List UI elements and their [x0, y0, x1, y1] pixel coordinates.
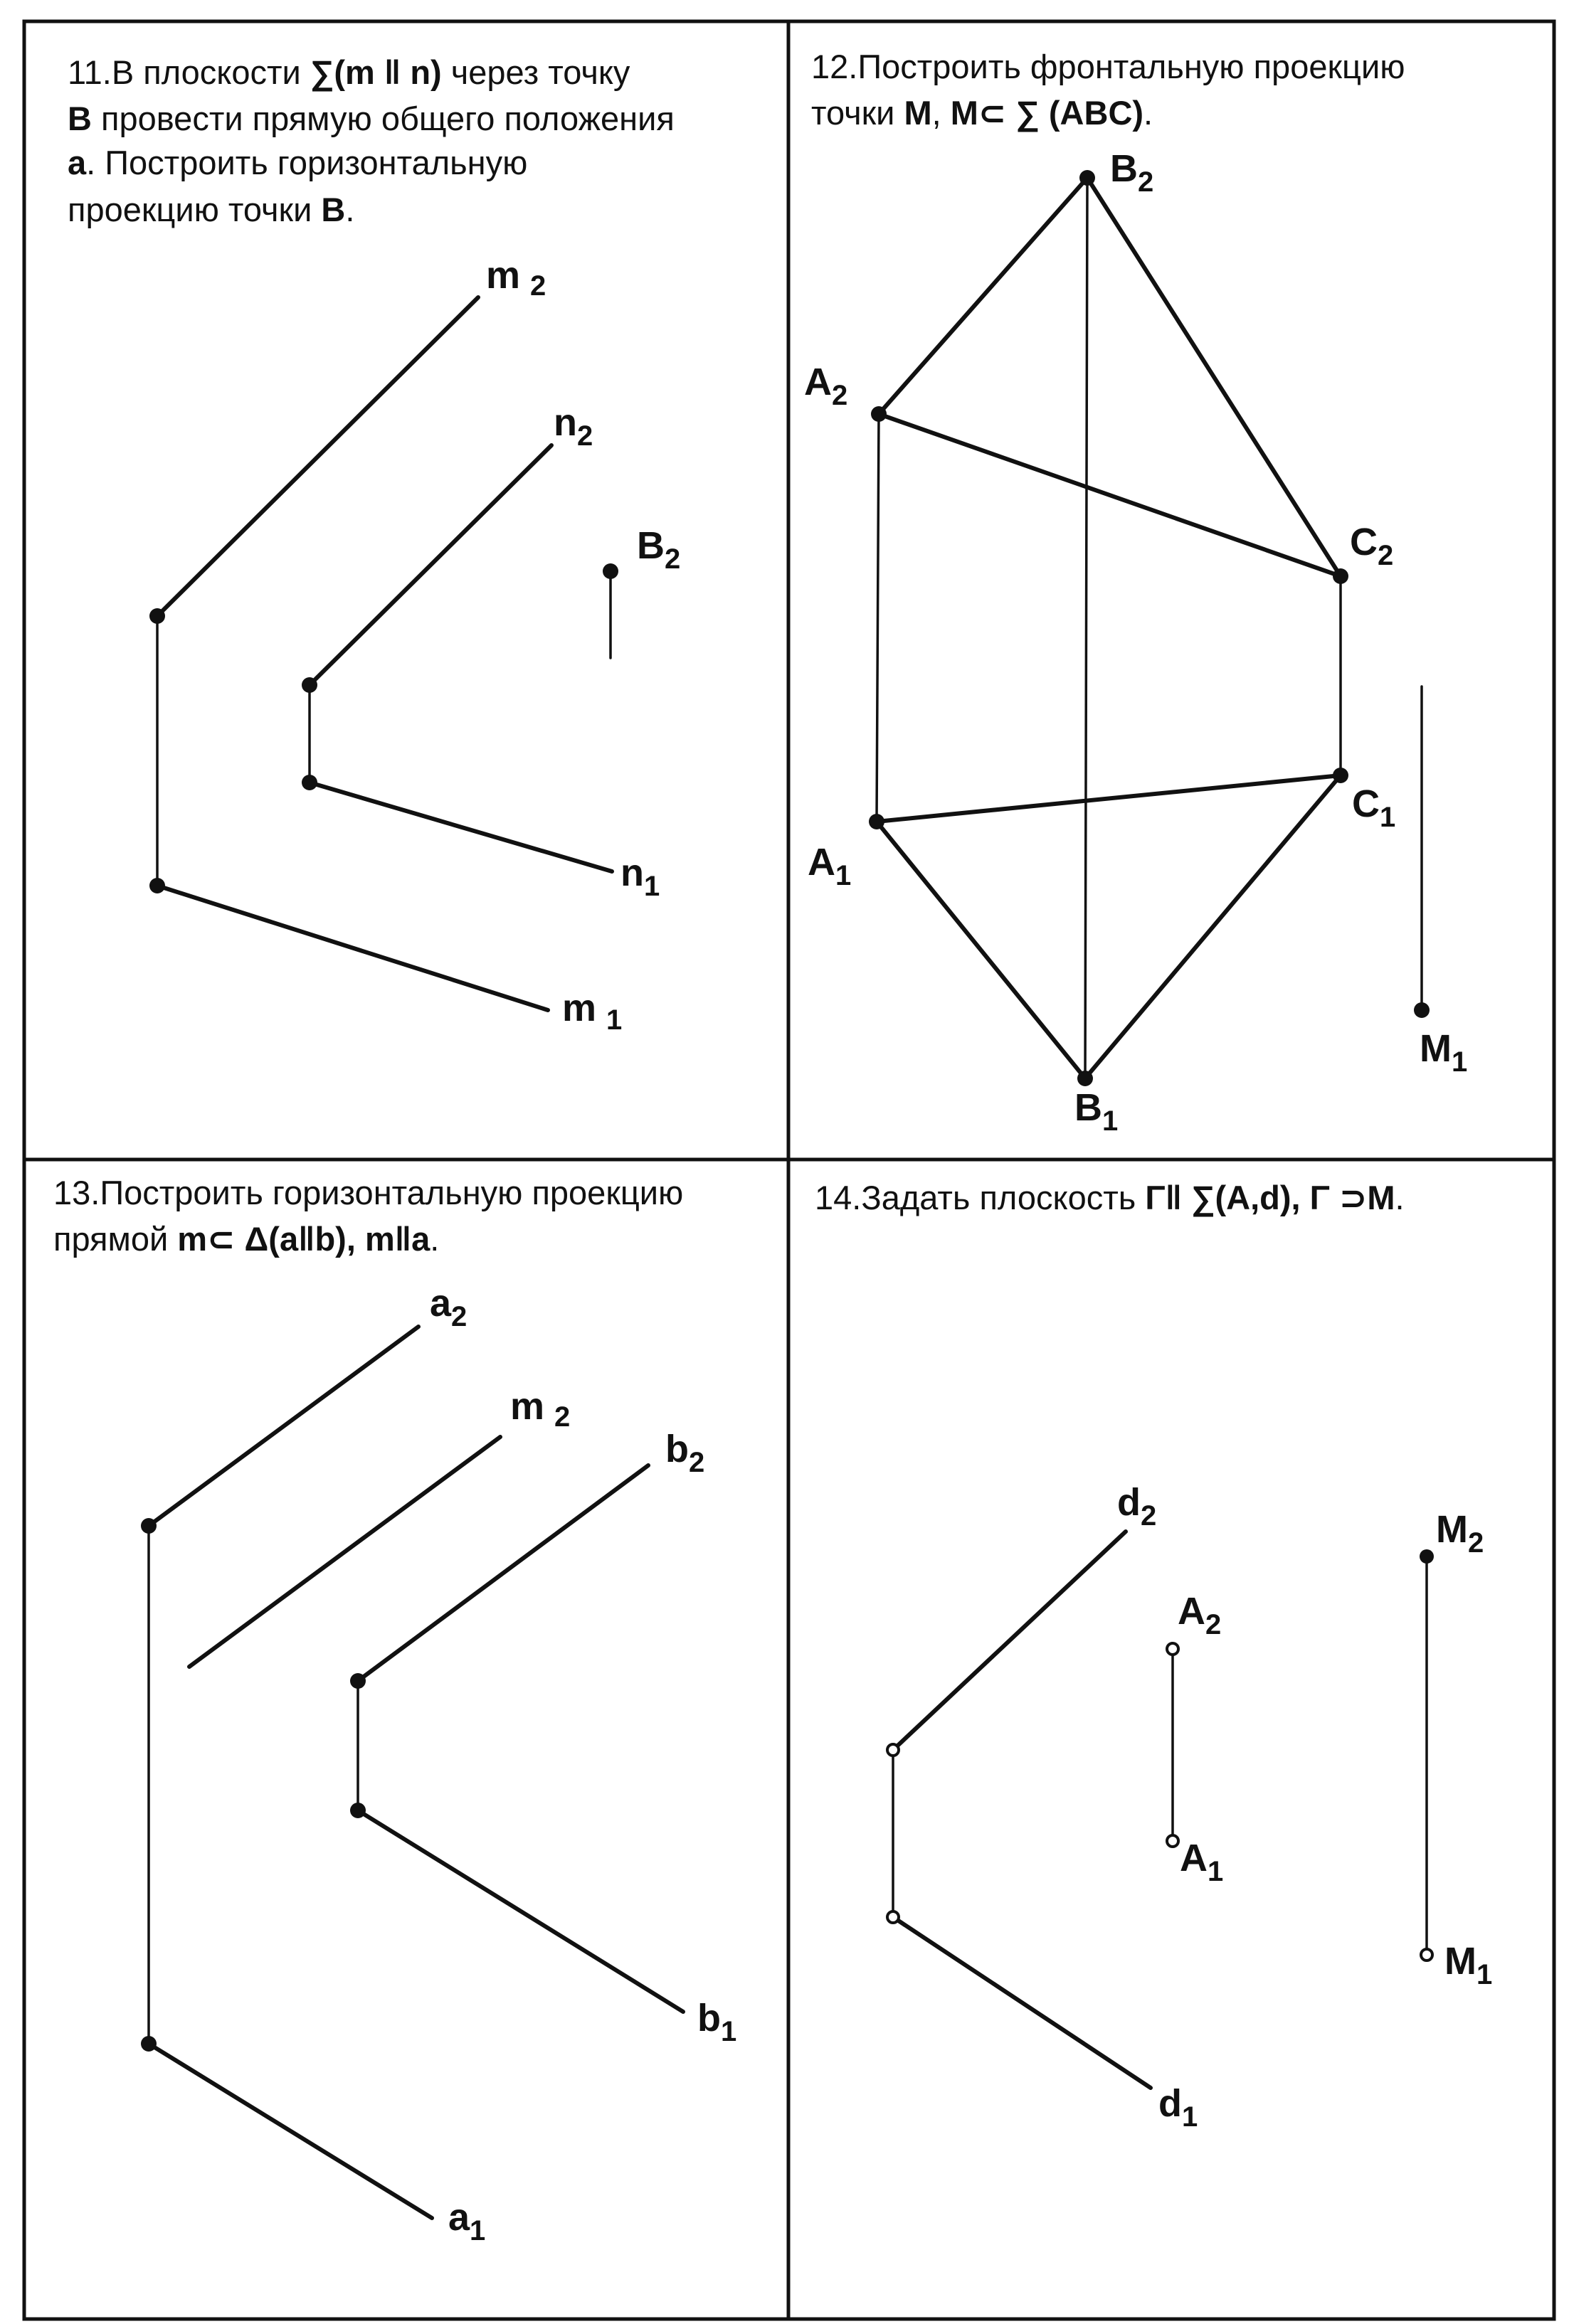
label-n2: n2 — [554, 401, 593, 452]
point-a2 — [1166, 1642, 1180, 1656]
point-d1-start — [886, 1910, 900, 1924]
line-m1 — [155, 884, 550, 1012]
edge-c1-b1 — [1083, 773, 1343, 1081]
panel-14: 14.Задать плоскость Γ‖ ∑(A,d), Γ ⊃M. d2 … — [815, 1179, 1492, 2133]
point-b1-start — [350, 1803, 366, 1818]
point-b2 — [1079, 170, 1095, 186]
point-a2-start — [141, 1518, 157, 1534]
label-b1: b1 — [697, 1997, 736, 2047]
task-12-line-2: точки M, M⊂ ∑ (ABC). — [811, 94, 1153, 132]
point-d2-start — [886, 1743, 900, 1757]
label-a2: a2 — [430, 1282, 467, 1332]
grid-frame — [22, 19, 1556, 2321]
point-a1-start — [141, 2036, 157, 2052]
label-m1: M1 — [1420, 1027, 1467, 1078]
line-n2 — [307, 443, 554, 687]
line-d2 — [891, 1529, 1128, 1752]
task-13-line-1: 13.Построить горизонтальную проекцию — [53, 1174, 683, 1211]
line-d1 — [891, 1915, 1153, 2090]
panel-13: 13.Построить горизонтальную проекцию пря… — [53, 1174, 736, 2246]
task-14-line-1: 14.Задать плоскость Γ‖ ∑(A,d), Γ ⊃M. — [815, 1179, 1405, 1217]
edge-a1-c1 — [875, 773, 1343, 824]
line-a2 — [147, 1325, 421, 1528]
edge-a2-c2 — [877, 412, 1343, 578]
panel-12: 12.Построить фронтальную проекцию точки … — [804, 48, 1467, 1137]
label-a1: A1 — [808, 841, 851, 891]
point-a1 — [869, 814, 884, 829]
label-b2: b2 — [665, 1428, 704, 1478]
label-d1: d1 — [1158, 2082, 1198, 2133]
task-11-line-1: 11.В плоскости ∑(m ‖ n) через точку — [68, 53, 630, 92]
label-b2: B2 — [637, 524, 680, 575]
line-a1 — [147, 2042, 434, 2220]
label-b2: B2 — [1110, 147, 1153, 198]
task-11-line-4: проекцию точки B. — [68, 191, 354, 228]
point-m1 — [1414, 1002, 1430, 1018]
line-b2 — [356, 1463, 650, 1683]
label-a1: a1 — [448, 2196, 485, 2246]
task-11-line-3: a. Построить горизонтальную — [68, 144, 527, 181]
label-m1: M1 — [1444, 1940, 1492, 1990]
label-b1: B1 — [1074, 1086, 1118, 1137]
label-n1: n1 — [620, 851, 660, 902]
label-d2: d2 — [1117, 1481, 1156, 1532]
point-a2 — [871, 406, 887, 422]
edge-a1-b1 — [875, 819, 1087, 1081]
label-a1: A1 — [1180, 1837, 1223, 1887]
point-c1 — [1333, 768, 1348, 783]
point-a1 — [1166, 1834, 1180, 1848]
label-a2: A2 — [1178, 1590, 1221, 1640]
point-b2 — [603, 563, 618, 579]
label-m2: M2 — [1436, 1508, 1484, 1559]
point-m1 — [1420, 1948, 1434, 1962]
label-a2: A2 — [804, 361, 847, 411]
link-b — [1084, 176, 1089, 1080]
point-m2 — [1420, 1549, 1434, 1564]
link-a — [875, 413, 880, 823]
label-c1: C1 — [1352, 782, 1395, 833]
point-m1-start — [149, 878, 165, 893]
point-n2-start — [302, 677, 317, 693]
point-b1 — [1077, 1071, 1093, 1086]
line-b1 — [356, 1808, 685, 2014]
panel-11: 11.В плоскости ∑(m ‖ n) через точку B пр… — [68, 53, 680, 1036]
label-c2: C2 — [1350, 521, 1393, 571]
edge-a2-b2 — [877, 176, 1089, 416]
task-13-line-2: прямой m⊂ Δ(a‖b), m‖a. — [53, 1220, 439, 1258]
task-11-line-2: B провести прямую общего положения — [68, 100, 675, 137]
point-b2-start — [350, 1673, 366, 1689]
edge-b2-c2 — [1085, 176, 1343, 578]
point-n1-start — [302, 775, 317, 790]
point-m2-start — [149, 608, 165, 624]
point-c2 — [1333, 568, 1348, 584]
line-n1 — [307, 780, 614, 874]
line-m2 — [155, 295, 480, 618]
line-m2 — [187, 1435, 502, 1669]
task-12-line-1: 12.Построить фронтальную проекцию — [811, 48, 1405, 85]
